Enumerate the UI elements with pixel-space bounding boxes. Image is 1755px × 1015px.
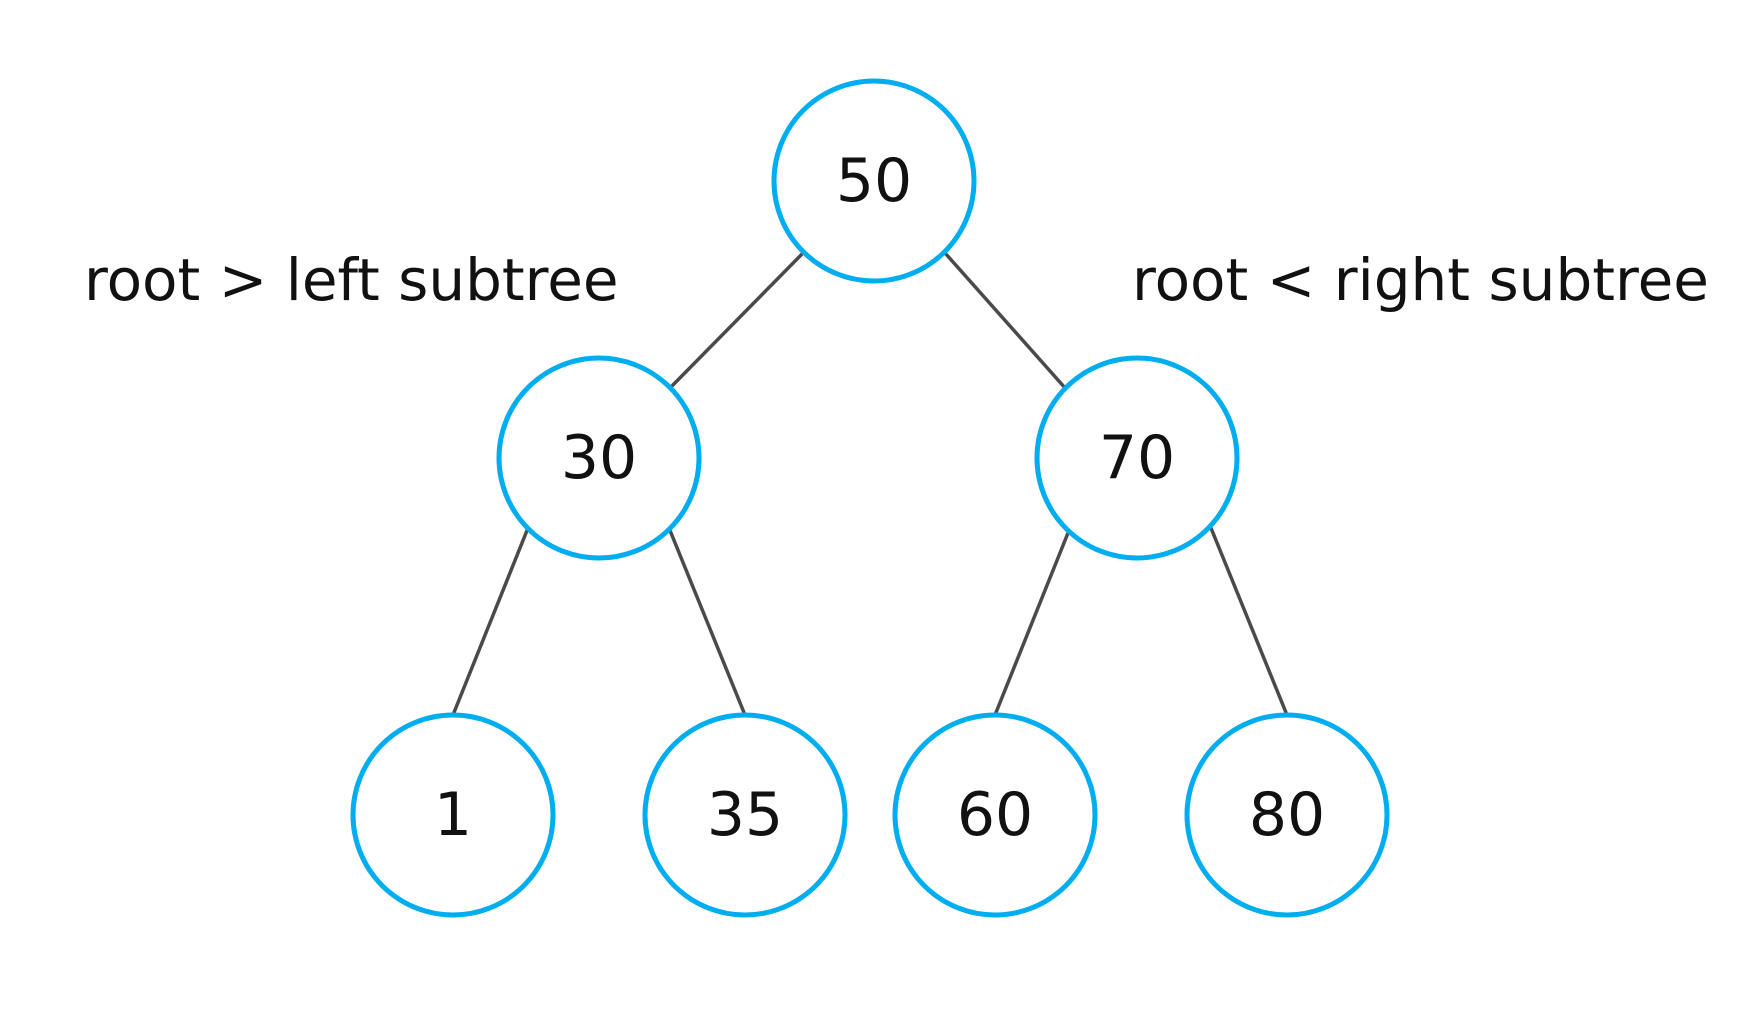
node-label-50: 50 xyxy=(836,146,912,216)
node-circle-35 xyxy=(642,712,848,918)
edge-50-70 xyxy=(943,251,1068,391)
node-label-60: 60 xyxy=(957,780,1033,850)
tree-node: 50 xyxy=(771,78,977,284)
node-circle-30 xyxy=(496,355,702,561)
tree-node: 35 xyxy=(642,712,848,918)
edge-30-35 xyxy=(667,527,747,716)
edge-50-30 xyxy=(667,251,805,391)
node-circle-1 xyxy=(350,712,556,918)
nodes-group: 50 30 70 1 35 60 80 xyxy=(350,78,1390,918)
edge-70-80 xyxy=(1209,527,1289,716)
right-subtree-annotation: root < right subtree xyxy=(1132,246,1709,314)
left-subtree-annotation: root > left subtree xyxy=(84,246,619,314)
node-circle-60 xyxy=(892,712,1098,918)
edge-30-1 xyxy=(451,527,530,716)
tree-node: 70 xyxy=(1034,355,1240,561)
node-label-70: 70 xyxy=(1099,423,1175,493)
node-label-35: 35 xyxy=(707,780,783,850)
tree-node: 1 xyxy=(350,712,556,918)
edge-70-60 xyxy=(993,527,1072,716)
node-circle-70 xyxy=(1034,355,1240,561)
node-label-80: 80 xyxy=(1249,780,1325,850)
node-circle-80 xyxy=(1184,712,1390,918)
node-label-30: 30 xyxy=(561,423,637,493)
tree-node: 80 xyxy=(1184,712,1390,918)
node-circle-50 xyxy=(771,78,977,284)
tree-node: 60 xyxy=(892,712,1098,918)
node-label-1: 1 xyxy=(434,780,472,850)
tree-node: 30 xyxy=(496,355,702,561)
edges-group xyxy=(451,251,1289,716)
